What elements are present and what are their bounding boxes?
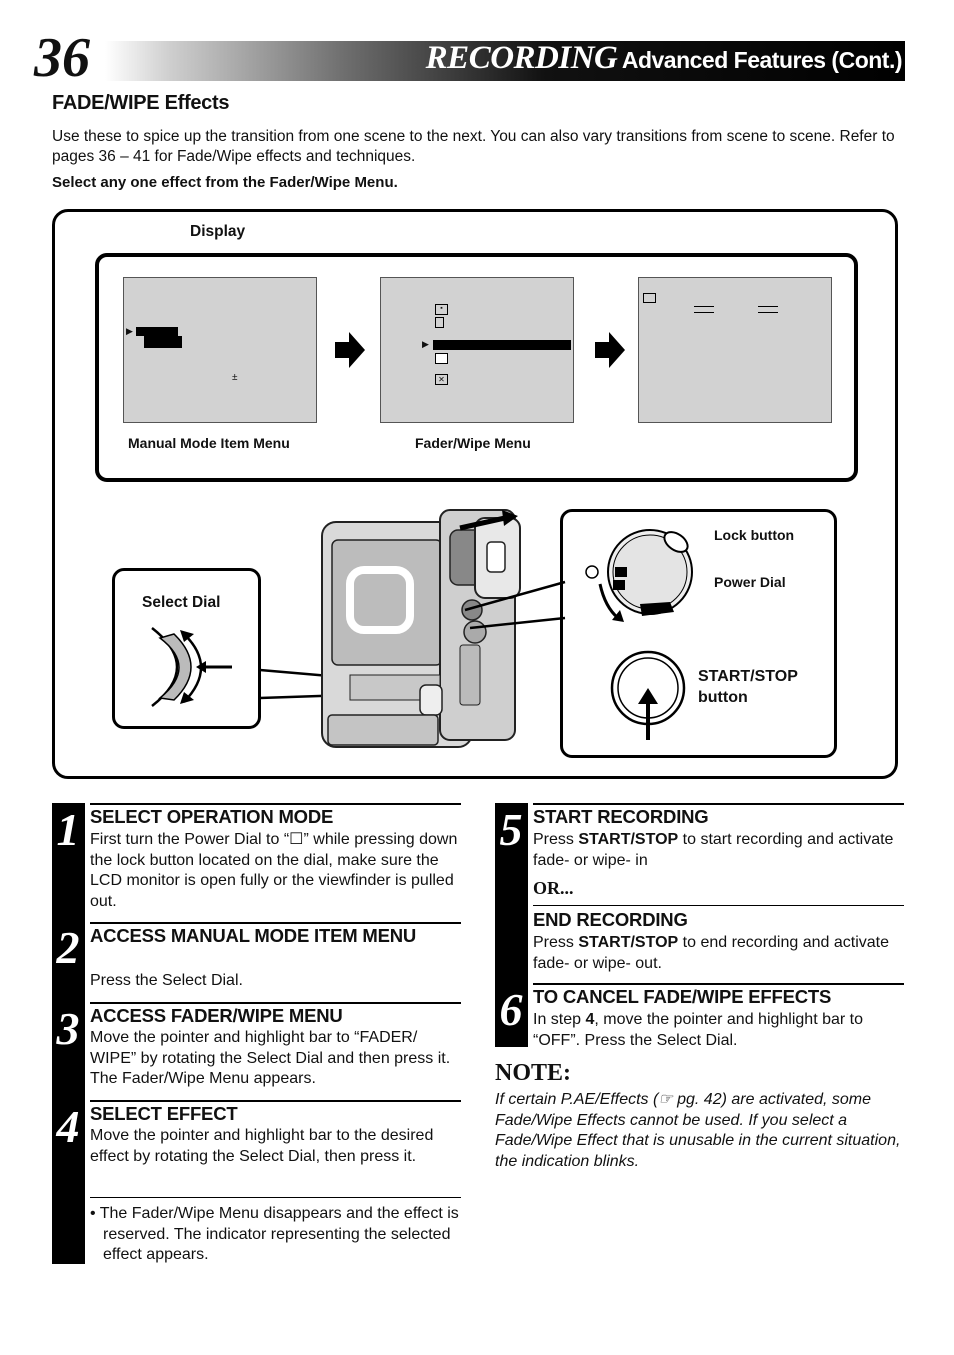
step-body-text: Press: [533, 934, 579, 951]
step-number: 1: [56, 804, 80, 855]
step-body-text: In step: [533, 1011, 586, 1028]
select-dial-label: Select Dial: [142, 594, 221, 611]
instruction-text: Select any one effect from the Fader/Wip…: [52, 174, 398, 191]
arrow-right-icon: [335, 332, 365, 368]
divider: [90, 1002, 461, 1004]
diagram-frame: [52, 209, 898, 779]
random-icon: ✕: [435, 374, 448, 385]
start-stop-button-icon[interactable]: [608, 650, 688, 740]
double-bar-icon: [694, 306, 714, 313]
step-number-column: [495, 803, 528, 1047]
step-body: First turn the Power Dial to “☐” while p…: [90, 831, 458, 910]
step-number: 2: [56, 922, 80, 973]
step-number-column: [52, 803, 85, 1264]
step-number: 6: [499, 984, 523, 1035]
display-panel: [95, 253, 858, 482]
divider: [90, 803, 461, 805]
fader-wipe-menu-screen: ▪ ▶ ✕: [380, 277, 574, 423]
mosaic-icon: [435, 317, 444, 328]
pointer-icon: ▶: [126, 326, 133, 336]
step-title: SELECT EFFECT: [90, 1103, 238, 1124]
step-bullet: • The Fader/Wipe Menu disappears and the…: [90, 1205, 459, 1263]
display-label: Display: [190, 223, 246, 240]
step-number: 5: [499, 804, 523, 855]
camcorder-illustration: [321, 509, 521, 748]
plus-minus-icon: ±: [232, 372, 238, 383]
divider: [533, 983, 904, 985]
step-body-bold: START/STOP: [578, 934, 679, 951]
manual-mode-menu-screen: ▶ ±: [123, 277, 317, 423]
double-bar-icon: [758, 306, 778, 313]
step-body: Press START/STOP to end recording and ac…: [533, 933, 905, 974]
step-title: ACCESS MANUAL MODE ITEM MENU: [90, 925, 417, 946]
intro-text: Use these to spice up the transition fro…: [52, 128, 895, 165]
screen1-caption: Manual Mode Item Menu: [128, 435, 290, 451]
step-number: 4: [56, 1101, 80, 1152]
step-body-text: to end recording and activate fade- or w…: [533, 934, 890, 972]
step-body-text: to start recording and activate fade- or…: [533, 831, 894, 869]
wipe-icon: [435, 353, 448, 364]
screen2-caption: Fader/Wipe Menu: [415, 435, 531, 451]
page-title-main: RECORDING: [425, 40, 618, 76]
divider: [90, 1197, 461, 1198]
step-body: Move the pointer and highlight bar to th…: [90, 1127, 434, 1165]
divider: [533, 803, 904, 805]
header-bar: [105, 41, 905, 81]
fade-icon: ▪: [435, 304, 448, 315]
highlight-bar: [136, 327, 178, 336]
start-stop-label-2: button: [698, 689, 748, 706]
step-title: END RECORDING: [533, 909, 688, 930]
power-dial-icon[interactable]: [580, 522, 705, 627]
step-title: TO CANCEL FADE/WIPE EFFECTS: [533, 986, 832, 1007]
pointer-icon: ▶: [422, 339, 429, 349]
step-body: Move the pointer and highlight bar to “F…: [90, 1029, 451, 1087]
start-stop-label-1: START/STOP: [698, 668, 798, 685]
power-dial-label: Power Dial: [714, 574, 786, 590]
select-dial-callout: [112, 568, 261, 729]
callout-lines: [464, 580, 566, 630]
divider: [90, 922, 461, 924]
step-body: Press START/STOP to start recording and …: [533, 830, 905, 871]
page-title: RECORDING Advanced Features (Cont.): [425, 40, 903, 77]
divider: [533, 905, 904, 906]
page-number: 36: [34, 27, 90, 89]
note-body: If certain P.AE/Effects (☞ pg. 42) are a…: [495, 1091, 901, 1170]
power-dial-callout: [560, 509, 837, 758]
note-title: NOTE:: [495, 1060, 572, 1086]
select-dial-icon[interactable]: [140, 620, 240, 715]
highlight-bar: [433, 340, 571, 350]
page-title-sub: Advanced Features (Cont.): [621, 47, 903, 73]
step-title: SELECT OPERATION MODE: [90, 806, 334, 827]
step-body-bold: START/STOP: [578, 831, 679, 848]
lock-button-label: Lock button: [714, 527, 795, 543]
step-title: START RECORDING: [533, 806, 709, 827]
step-body-text: Press: [533, 831, 579, 848]
effect-indicator-icon: [643, 293, 656, 303]
step-title: ACCESS FADER/WIPE MENU: [90, 1005, 343, 1026]
step-body-bold: 4: [585, 1011, 595, 1028]
step-number: 3: [56, 1003, 80, 1054]
step-body: In step 4, move the pointer and highligh…: [533, 1010, 905, 1051]
divider: [90, 1100, 461, 1102]
or-label: OR...: [533, 878, 574, 898]
step-body-text: , move the pointer and highlight bar to …: [533, 1011, 864, 1049]
arrow-right-icon: [595, 332, 625, 368]
step-body: Press the Select Dial.: [90, 972, 243, 989]
section-heading: FADE/WIPE Effects: [52, 92, 230, 114]
highlight-bar-shadow: [144, 336, 182, 348]
recording-screen: [638, 277, 832, 423]
